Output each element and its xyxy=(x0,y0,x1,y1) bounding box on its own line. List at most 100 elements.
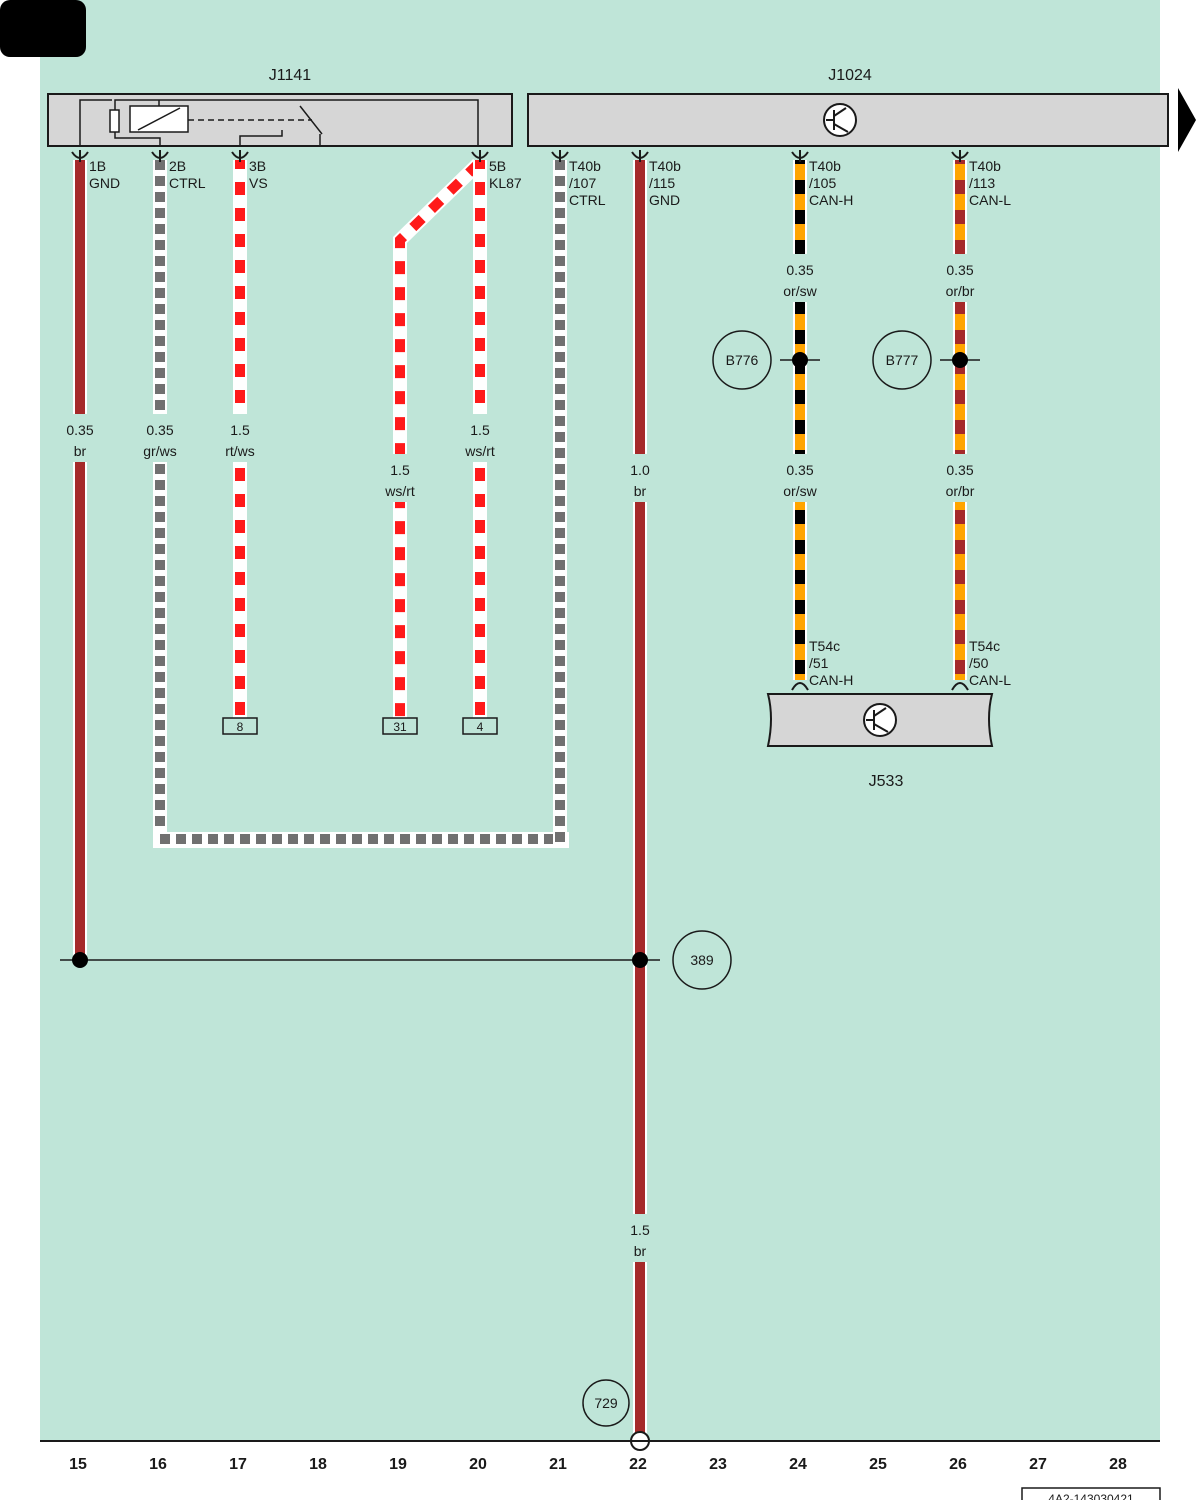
wire-15[interactable] xyxy=(73,160,87,960)
pin-label-2b: 2B CTRL xyxy=(169,158,206,191)
splice-b776: B776 xyxy=(712,330,820,390)
pin-label-t40b-113: T40b /113 CAN-L xyxy=(969,158,1011,208)
svg-text:CAN-H: CAN-H xyxy=(809,672,853,688)
wire-label-17: 1.5 rt/ws xyxy=(218,414,262,462)
relay-j1141 xyxy=(47,93,513,147)
svg-text:1.5: 1.5 xyxy=(390,462,410,478)
svg-text:25: 25 xyxy=(869,1456,887,1473)
svg-text:1.5: 1.5 xyxy=(470,422,490,438)
svg-text:/113: /113 xyxy=(969,175,995,191)
terminal-4: 4 xyxy=(462,717,498,735)
svg-text:18: 18 xyxy=(309,1456,327,1473)
svg-text:/51: /51 xyxy=(809,655,829,671)
svg-text:31: 31 xyxy=(393,720,407,734)
pin-label-t54c-51: T54c /51 CAN-H xyxy=(809,638,853,688)
svg-text:T54c: T54c xyxy=(809,638,840,654)
svg-text:5B: 5B xyxy=(489,158,506,174)
svg-text:24: 24 xyxy=(789,1456,807,1473)
svg-text:0.35: 0.35 xyxy=(146,422,173,438)
svg-text:T40b: T40b xyxy=(569,158,601,174)
svg-text:B777: B777 xyxy=(886,352,919,368)
ground-point-729: 729 xyxy=(582,1379,650,1451)
svg-text:0.35: 0.35 xyxy=(786,462,813,478)
wire-26[interactable] xyxy=(953,160,967,680)
svg-text:15: 15 xyxy=(69,1456,87,1473)
pin-label-t40b-107: T40b /107 CTRL xyxy=(569,158,606,208)
svg-text:389: 389 xyxy=(690,952,714,968)
wire-label-16: 0.35 gr/ws xyxy=(138,414,182,462)
svg-text:gr/ws: gr/ws xyxy=(143,443,176,459)
diagram-background xyxy=(40,0,1160,1440)
svg-text:/115: /115 xyxy=(649,175,675,191)
svg-text:/107: /107 xyxy=(569,175,596,191)
svg-text:GND: GND xyxy=(649,192,680,208)
svg-text:T40b: T40b xyxy=(809,158,841,174)
wire-label-24b: 0.35 or/sw xyxy=(776,454,824,502)
svg-text:T54c: T54c xyxy=(969,638,1000,654)
svg-text:1.5: 1.5 xyxy=(230,422,250,438)
svg-text:0.35: 0.35 xyxy=(946,462,973,478)
wire-24[interactable] xyxy=(793,160,807,680)
component-label-j1024: J1024 xyxy=(828,67,872,84)
terminal-8: 8 xyxy=(222,717,258,735)
pin-label-5b: 5B KL87 xyxy=(489,158,522,191)
svg-text:ws/rt: ws/rt xyxy=(384,483,415,499)
terminal-31: 31 xyxy=(382,717,418,735)
svg-text:br: br xyxy=(74,443,87,459)
pin-label-t40b-105: T40b /105 CAN-H xyxy=(809,158,853,208)
splice-b777: B777 xyxy=(872,330,980,390)
wire-label-15: 0.35 br xyxy=(60,414,100,462)
page-tab-marker xyxy=(0,0,86,57)
svg-text:23: 23 xyxy=(709,1456,727,1473)
svg-text:T40b: T40b xyxy=(969,158,1001,174)
svg-text:KL87: KL87 xyxy=(489,175,522,191)
wire-label-22b: 1.5 br xyxy=(620,1214,660,1262)
svg-text:/105: /105 xyxy=(809,175,836,191)
wire-label-26a: 0.35 or/br xyxy=(936,254,984,302)
component-label-j1141: J1141 xyxy=(269,67,312,84)
svg-text:B776: B776 xyxy=(726,352,759,368)
svg-text:4A2-143030421: 4A2-143030421 xyxy=(1048,1492,1134,1500)
svg-text:br: br xyxy=(634,1243,647,1259)
continue-arrow-icon xyxy=(1178,88,1196,152)
svg-text:2B: 2B xyxy=(169,158,186,174)
wire-19[interactable] xyxy=(393,158,483,718)
wire-label-26b: 0.35 or/br xyxy=(936,454,984,502)
svg-text:CAN-H: CAN-H xyxy=(809,192,853,208)
module-j533 xyxy=(766,693,994,747)
wire-label-24a: 0.35 or/sw xyxy=(776,254,824,302)
wire-16-21-loop[interactable] xyxy=(153,160,569,848)
svg-text:0.35: 0.35 xyxy=(946,262,973,278)
svg-text:1B: 1B xyxy=(89,158,106,174)
module-j1024 xyxy=(527,93,1169,147)
svg-text:8: 8 xyxy=(237,720,244,734)
wire-label-19: 1.5 ws/rt xyxy=(378,454,422,502)
svg-text:/50: /50 xyxy=(969,655,989,671)
svg-text:T40b: T40b xyxy=(649,158,681,174)
transistor-icon xyxy=(863,703,897,737)
svg-text:rt/ws: rt/ws xyxy=(225,443,255,459)
pin-label-1b: 1B GND xyxy=(89,158,120,191)
svg-text:26: 26 xyxy=(949,1456,967,1473)
footer-code: 4A2-143030421 xyxy=(1021,1487,1161,1500)
wire-label-20: 1.5 ws/rt xyxy=(458,414,502,462)
svg-text:CTRL: CTRL xyxy=(569,192,606,208)
svg-text:or/br: or/br xyxy=(946,283,975,299)
grid-numbers: 15 16 17 18 19 20 21 22 23 24 25 26 27 2… xyxy=(69,1456,1127,1473)
svg-text:1.5: 1.5 xyxy=(630,1222,650,1238)
pin-label-t40b-115: T40b /115 GND xyxy=(649,158,681,208)
svg-text:20: 20 xyxy=(469,1456,487,1473)
svg-text:17: 17 xyxy=(229,1456,247,1473)
svg-text:27: 27 xyxy=(1029,1456,1047,1473)
svg-text:ws/rt: ws/rt xyxy=(464,443,495,459)
svg-text:21: 21 xyxy=(549,1456,567,1473)
svg-text:GND: GND xyxy=(89,175,120,191)
svg-text:729: 729 xyxy=(594,1395,618,1411)
svg-text:CAN-L: CAN-L xyxy=(969,192,1011,208)
svg-text:4: 4 xyxy=(477,720,484,734)
svg-text:0.35: 0.35 xyxy=(786,262,813,278)
svg-text:or/sw: or/sw xyxy=(783,283,817,299)
svg-text:CTRL: CTRL xyxy=(169,175,206,191)
svg-text:or/sw: or/sw xyxy=(783,483,817,499)
